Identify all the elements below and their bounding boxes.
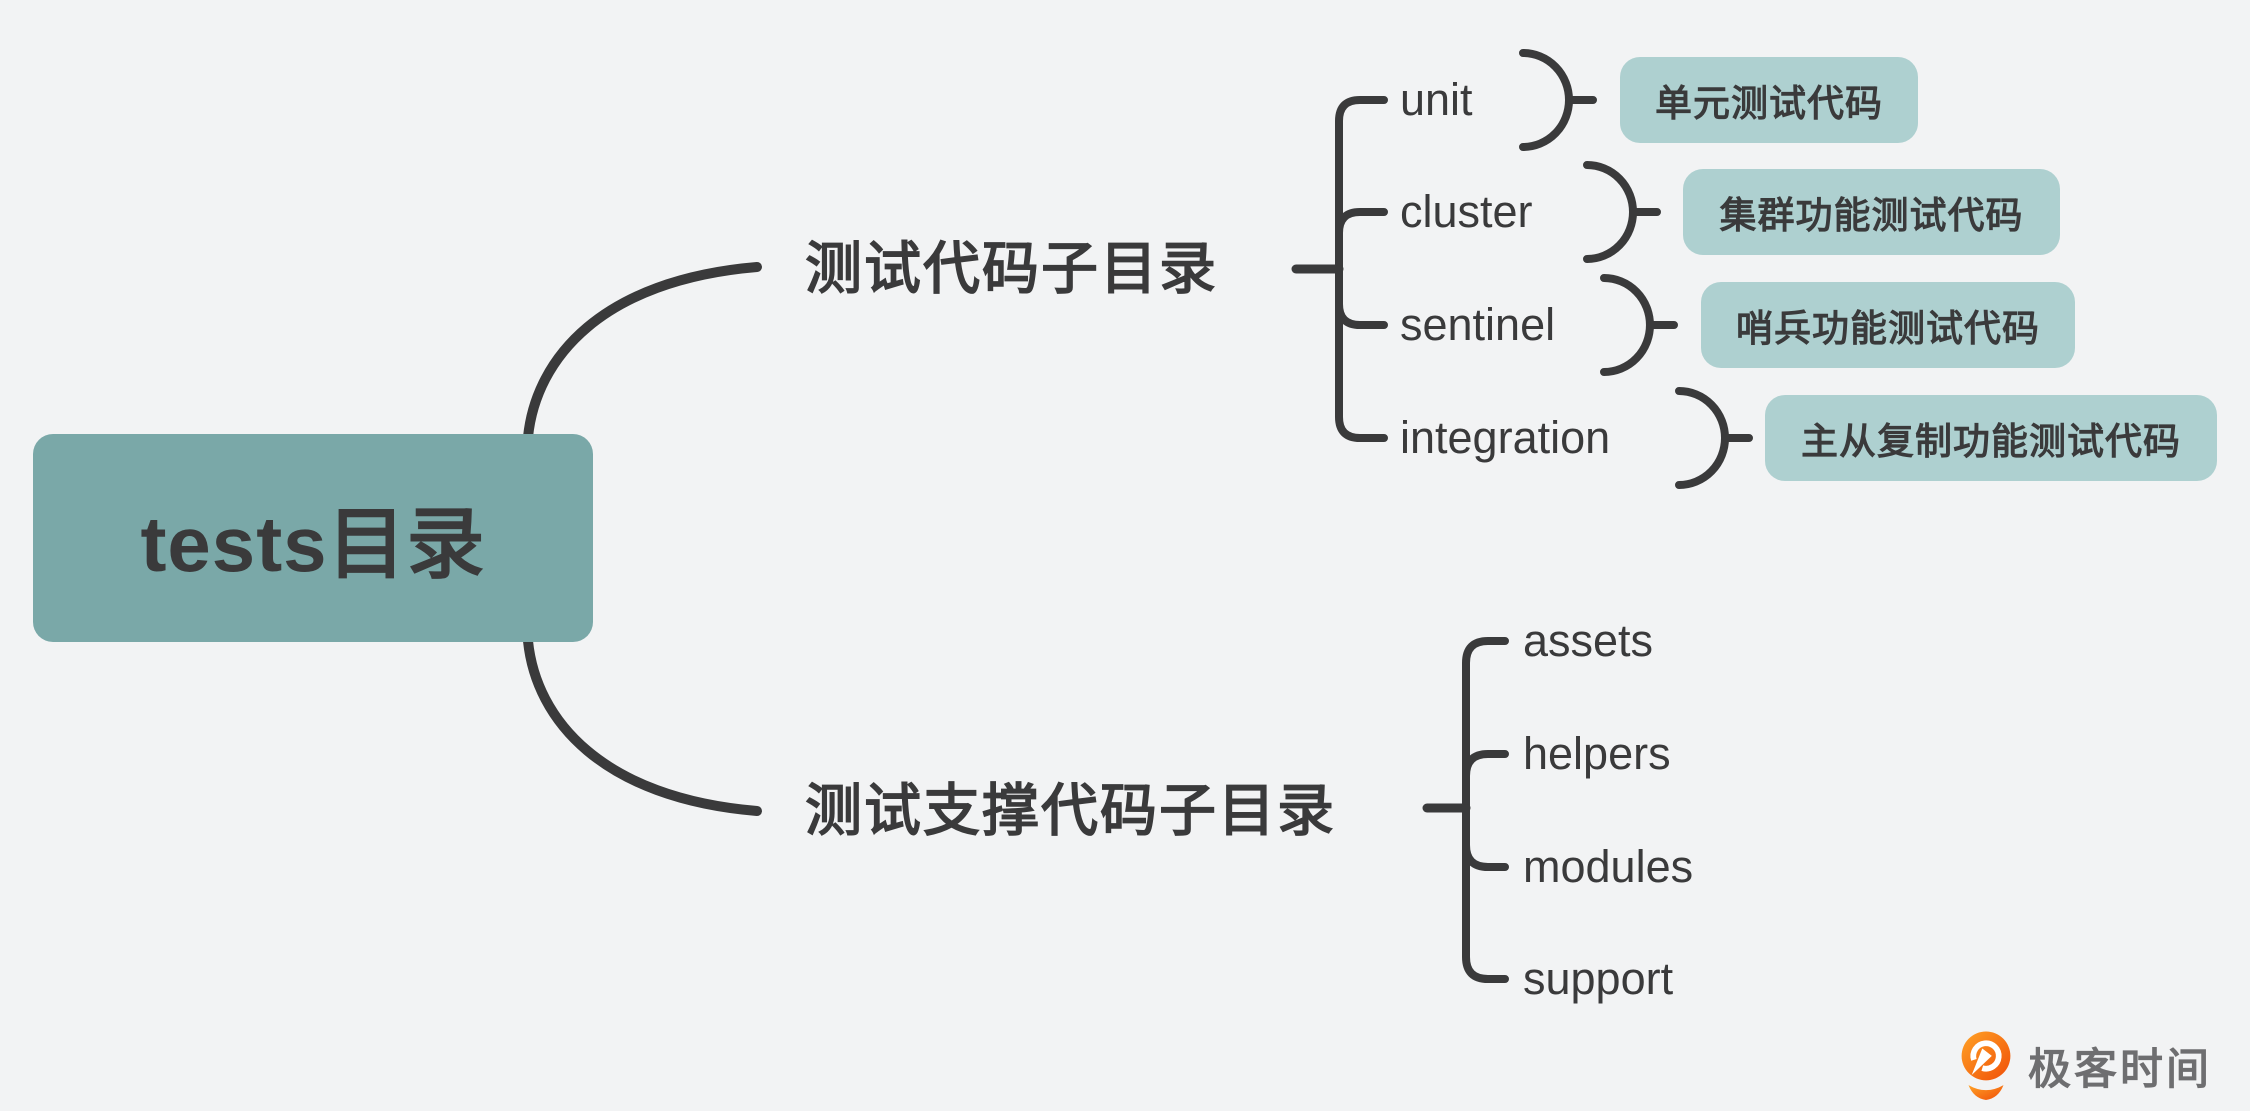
subtopic-unit[interactable]: unit [1400, 74, 1473, 125]
summary-box-unit[interactable]: 单元测试代码 [1620, 57, 1918, 143]
connector-branch2-to-support [1462, 804, 1509, 983]
summary-brace-unit [1519, 49, 1597, 151]
connector-branch2-to-modules [1462, 804, 1509, 871]
subtopic-support[interactable]: support [1523, 953, 1674, 1004]
branch-topic-test-support-code[interactable]: 测试支撑代码子目录 [805, 779, 1336, 843]
connector-root-to-branch-2 [523, 636, 762, 816]
summary-brace-cluster [1583, 161, 1661, 263]
summary-box-cluster[interactable]: 集群功能测试代码 [1683, 169, 2060, 255]
connector-branch1-to-unit [1335, 96, 1388, 273]
connector-branch1-to-sentinel [1335, 265, 1388, 329]
summary-brace-sentinel [1600, 274, 1678, 376]
subtopic-cluster[interactable]: cluster [1400, 186, 1533, 237]
connector-branch2-to-helpers [1462, 750, 1509, 812]
geektime-watermark: 极客时间 [1960, 1028, 2250, 1104]
subtopic-helpers[interactable]: helpers [1523, 728, 1671, 779]
subtopic-modules[interactable]: modules [1523, 841, 1694, 892]
summary-brace-integration [1675, 387, 1753, 489]
geektime-logo-icon [1961, 1031, 2011, 1100]
connector-branch2-to-assets [1462, 637, 1509, 812]
subtopic-assets[interactable]: assets [1523, 615, 1654, 666]
subtopic-sentinel[interactable]: sentinel [1400, 299, 1556, 350]
geektime-watermark-text: 极客时间 [2028, 1046, 2212, 1094]
connector-branch1-to-integration [1335, 265, 1388, 442]
branch-topic-test-code[interactable]: 测试代码子目录 [805, 237, 1218, 301]
connector-root-to-branch-1 [523, 262, 762, 442]
connector-branch1-to-cluster [1335, 208, 1388, 273]
summary-box-sentinel[interactable]: 哨兵功能测试代码 [1701, 282, 2075, 368]
root-topic-node[interactable]: tests目录 [33, 434, 593, 642]
summary-box-integration[interactable]: 主从复制功能测试代码 [1765, 395, 2217, 481]
subtopic-integration[interactable]: integration [1400, 412, 1611, 463]
